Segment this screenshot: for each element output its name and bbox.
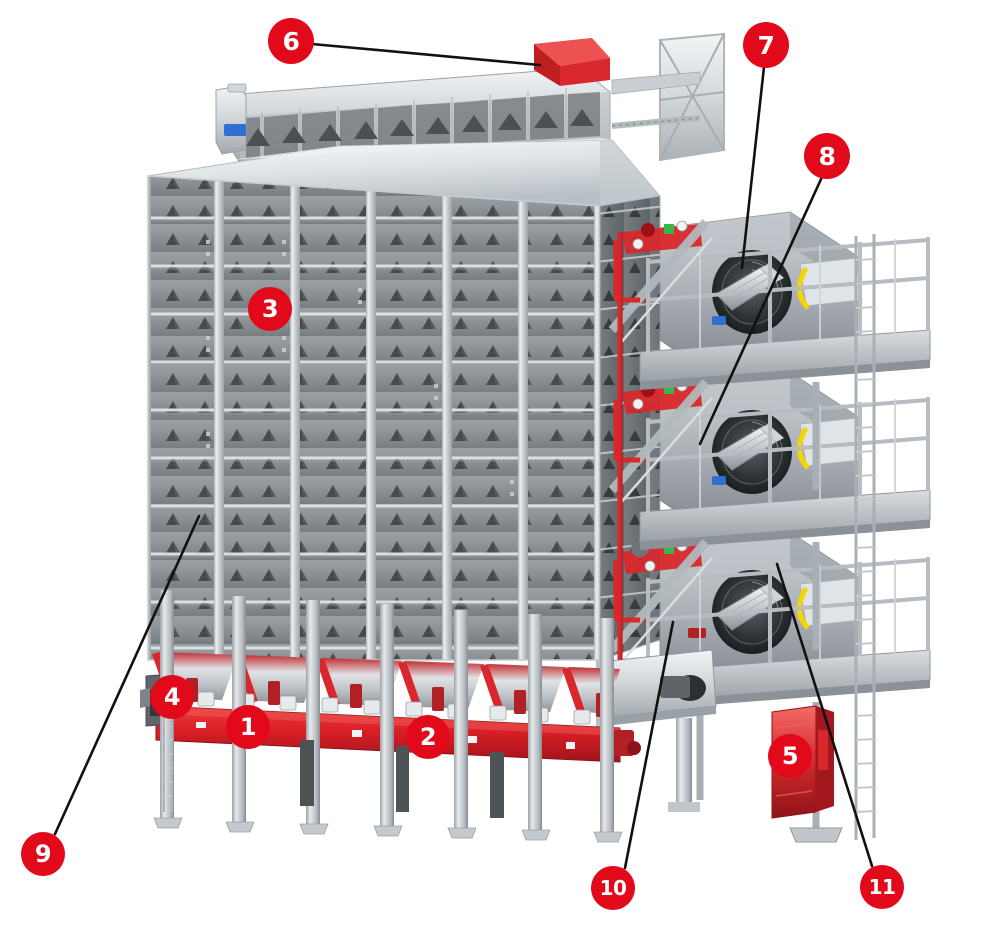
callout-marker-11[interactable]: 11 bbox=[860, 865, 904, 909]
callout-marker-10[interactable]: 10 bbox=[591, 866, 635, 910]
drying-column-front bbox=[147, 175, 601, 661]
callout-marker-9[interactable]: 9 bbox=[21, 832, 65, 876]
conveyor-indicator bbox=[224, 124, 246, 136]
callout-marker-3[interactable]: 3 bbox=[248, 287, 292, 331]
access-ladder bbox=[854, 234, 876, 840]
callout-number: 4 bbox=[163, 683, 181, 711]
dryer-roof bbox=[147, 109, 661, 207]
callout-marker-4[interactable]: 4 bbox=[150, 675, 194, 719]
discharge-gearbox bbox=[612, 730, 641, 756]
callout-marker-2[interactable]: 2 bbox=[406, 715, 450, 759]
callout-marker-5[interactable]: 5 bbox=[768, 734, 812, 778]
fan-motor-bottom bbox=[715, 584, 784, 631]
callout-marker-7[interactable]: 7 bbox=[743, 22, 789, 68]
callout-number: 8 bbox=[818, 141, 836, 171]
leader-line-11 bbox=[775, 562, 874, 868]
callout-number: 7 bbox=[757, 30, 775, 60]
callout-number: 5 bbox=[781, 742, 799, 770]
status-indicator-green bbox=[664, 224, 674, 234]
callout-marker-1[interactable]: 1 bbox=[226, 705, 270, 749]
callout-number: 2 bbox=[419, 723, 437, 751]
callout-number: 9 bbox=[34, 840, 52, 868]
leader-line-6 bbox=[310, 42, 542, 67]
callout-number: 3 bbox=[261, 295, 279, 323]
callout-number: 10 bbox=[599, 876, 627, 900]
callout-marker-6[interactable]: 6 bbox=[268, 18, 314, 64]
callout-number: 11 bbox=[868, 875, 896, 899]
leader-line-9 bbox=[53, 514, 201, 836]
leader-line-8 bbox=[698, 175, 824, 446]
burner-manifold-top bbox=[613, 220, 702, 302]
gas-supply-piping bbox=[617, 232, 640, 660]
grain-inlet-hopper bbox=[534, 38, 610, 86]
callout-leader-lines bbox=[53, 42, 874, 870]
callout-marker-8[interactable]: 8 bbox=[804, 133, 850, 179]
leader-line-10 bbox=[623, 620, 675, 870]
conveyor-support-frame bbox=[659, 32, 725, 162]
leader-line-7 bbox=[740, 65, 766, 270]
callout-number: 1 bbox=[239, 713, 257, 741]
service-platforms bbox=[608, 219, 931, 843]
stair-flights bbox=[608, 219, 710, 653]
callout-number: 6 bbox=[282, 26, 300, 56]
